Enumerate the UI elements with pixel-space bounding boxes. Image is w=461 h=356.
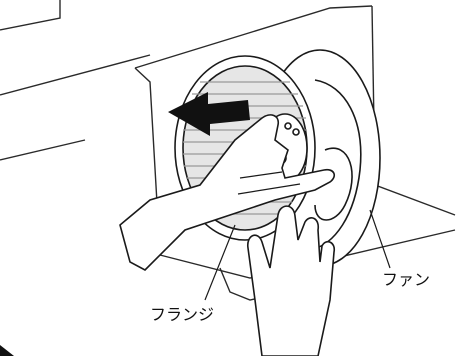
hub-hole-1: [285, 123, 291, 129]
flange-label: フランジ: [150, 305, 214, 324]
housing-top-edge: [0, 0, 60, 30]
hub-hole-2: [293, 129, 299, 135]
corner-mark: [0, 345, 14, 356]
housing-slant-2: [0, 140, 85, 160]
fan-label: ファン: [382, 270, 430, 289]
housing-slant-1: [0, 55, 150, 95]
fan-leader-line: [370, 210, 390, 268]
housing-floor-inner: [375, 185, 455, 215]
flange-leader-line: [205, 225, 235, 300]
